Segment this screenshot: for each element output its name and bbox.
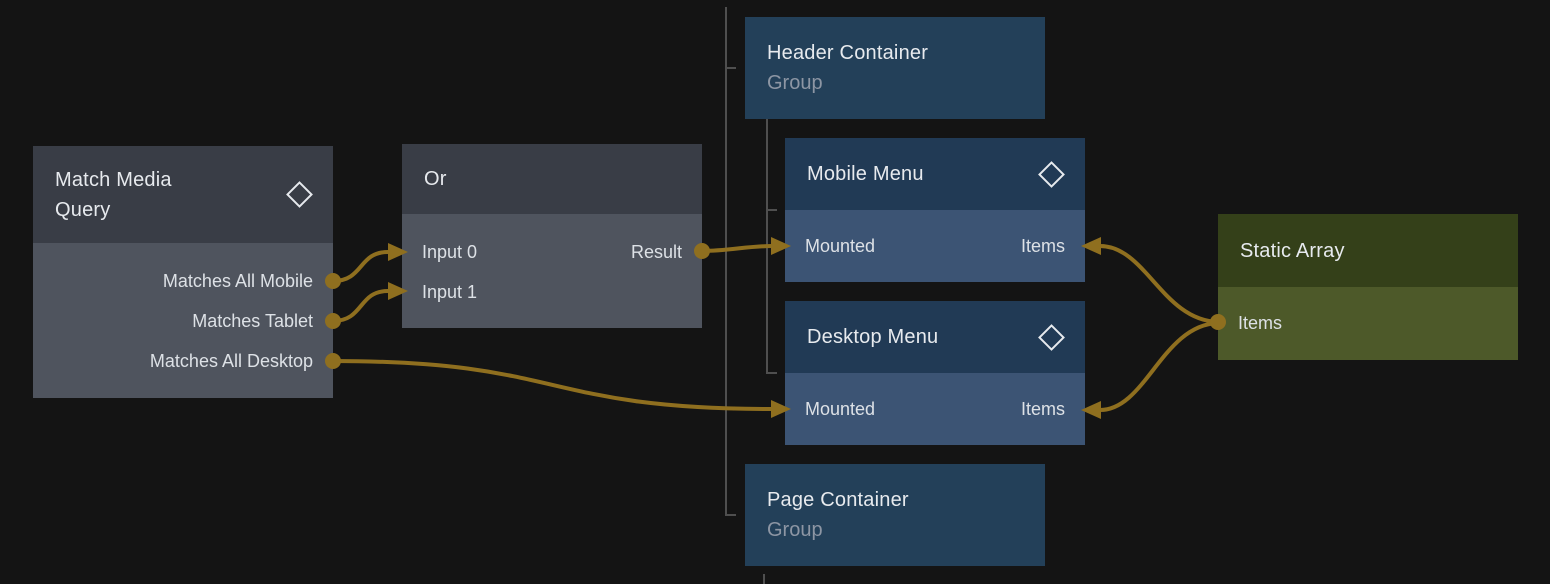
output-port-matches-tablet[interactable]: Matches Tablet — [33, 301, 333, 341]
node-desktop-menu-body: Mounted Items — [785, 373, 1085, 445]
port-connector-matches-all-desktop[interactable] — [325, 353, 341, 369]
tree-line-root — [725, 7, 736, 516]
node-or-header[interactable]: Or — [402, 144, 702, 214]
node-title: Static Array — [1240, 239, 1345, 262]
input-port-input-1[interactable]: Input 1 — [422, 282, 478, 302]
node-title: Page Container — [767, 489, 909, 511]
port-label: Matches All Desktop — [149, 351, 313, 371]
node-static-array-body: Items — [1218, 287, 1518, 360]
node-title: Desktop Menu — [807, 326, 939, 348]
wire-mobile-to-input0[interactable] — [331, 250, 390, 283]
port-label: Matches Tablet — [192, 311, 313, 331]
node-desktop-menu[interactable]: Desktop Menu Mounted Items — [785, 301, 1085, 445]
port-connector-static-array-items[interactable] — [1210, 314, 1226, 330]
input-port-items[interactable]: Items — [1020, 235, 1065, 256]
node-title: Match Media Query — [55, 168, 172, 221]
node-match-media-query-header[interactable]: Match Media Query — [33, 146, 333, 243]
node-title: Header Container — [767, 42, 929, 64]
wire-tablet-to-input1[interactable] — [331, 289, 390, 323]
input-port-items[interactable]: Items — [1020, 398, 1065, 419]
wire-result-to-mounted[interactable] — [700, 244, 774, 253]
diamond-icon — [286, 181, 313, 208]
node-static-array[interactable]: Static Array Items — [1218, 214, 1518, 360]
port-label: Matches All Mobile — [162, 271, 313, 291]
node-desktop-menu-header[interactable]: Desktop Menu — [785, 301, 1085, 373]
output-port-matches-all-mobile[interactable]: Matches All Mobile — [33, 261, 333, 301]
node-mobile-menu-header[interactable]: Mobile Menu — [785, 138, 1085, 210]
node-or-body: Input 0 Result Input 1 — [402, 214, 702, 328]
node-mobile-menu[interactable]: Mobile Menu Mounted Items — [785, 138, 1085, 282]
wire-items-to-desktop-items[interactable] — [1098, 321, 1220, 412]
node-match-media-query[interactable]: Match Media Query Matches All Mobile Mat… — [33, 146, 333, 398]
wire-desktop-to-mounted[interactable] — [331, 359, 774, 411]
output-port-items[interactable]: Items — [1238, 313, 1283, 333]
node-title: Mobile Menu — [807, 163, 924, 185]
node-header-container[interactable]: Header Container Group — [745, 17, 1045, 119]
node-type-label: Group — [767, 519, 823, 541]
output-port-matches-all-desktop[interactable]: Matches All Desktop — [33, 341, 333, 381]
node-match-media-query-body: Matches All Mobile Matches Tablet Matche… — [33, 243, 333, 398]
node-static-array-header[interactable]: Static Array — [1218, 214, 1518, 287]
node-page-container[interactable]: Page Container Group — [745, 464, 1045, 566]
input-port-mounted[interactable]: Mounted — [805, 398, 876, 419]
input-port-mounted[interactable]: Mounted — [805, 235, 876, 256]
diamond-icon — [1038, 160, 1065, 188]
port-connector-matches-all-mobile[interactable] — [325, 273, 341, 289]
output-port-result[interactable]: Result — [630, 242, 682, 262]
node-type-label: Group — [767, 72, 823, 94]
node-or[interactable]: Or Input 0 Result Input 1 — [402, 144, 702, 328]
port-connector-result[interactable] — [694, 243, 710, 259]
port-connector-matches-tablet[interactable] — [325, 313, 341, 329]
node-title: Or — [424, 168, 447, 190]
wire-items-to-mobile-items[interactable] — [1098, 244, 1220, 324]
diamond-icon — [1038, 323, 1065, 351]
node-mobile-menu-body: Mounted Items — [785, 210, 1085, 282]
input-port-input-0[interactable]: Input 0 — [422, 242, 478, 262]
